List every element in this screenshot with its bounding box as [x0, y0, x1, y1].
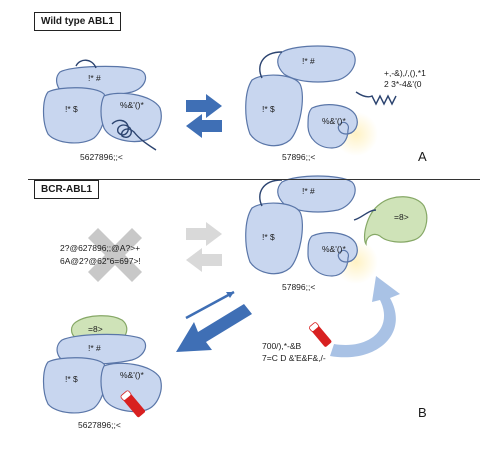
bcr-active-cap-lobe	[307, 232, 358, 277]
arrow-big-diagonal	[176, 304, 252, 352]
panel-b-letter: B	[418, 405, 427, 420]
wt-active-protein	[245, 45, 397, 156]
wt-inactive-linker	[75, 59, 97, 69]
bcr-inhibited-label-bcr: =8>	[88, 324, 103, 334]
wt-active-label-a: !* #	[302, 56, 315, 66]
wt-inactive-protein	[42, 59, 162, 151]
wt-active-upper-lobe	[277, 45, 356, 83]
arrow-blocked-forward	[186, 222, 222, 246]
wt-active-tail	[355, 91, 397, 106]
wt-inactive-lower-lobe	[42, 87, 107, 144]
panel-a-title: Wild type ABL1	[34, 12, 121, 31]
bcr-inhibited-label-cap: %&'()*	[120, 370, 144, 380]
bcr-active-label-a: !* #	[302, 186, 315, 196]
bcr-inhibited-caption: 5627896;;<	[78, 420, 121, 430]
wt-inactive-cap-lobe	[100, 92, 162, 143]
bcr-active-tail	[353, 209, 377, 221]
wt-active-linker	[259, 51, 283, 79]
bcr-active-linker	[259, 179, 283, 207]
blocked-label-1: 2?@627896;;@A?>+	[60, 243, 141, 253]
wt-active-cap-lobe	[307, 104, 358, 149]
arrow-curved-return	[330, 276, 400, 358]
panel-a-letter: A	[418, 149, 427, 164]
panel-divider	[28, 179, 480, 180]
drug-pill-bound	[120, 390, 146, 418]
bcr-inhibited-label-b: !* $	[65, 374, 78, 384]
arrow-thin-diagonal	[185, 290, 235, 320]
bcr-inhibited-lower-lobe	[42, 357, 107, 414]
bcr-active-label-cap: %&'()*	[322, 244, 346, 254]
blocked-label-2: 6A@2?@62"6=697>!	[60, 256, 141, 266]
arrow-back-a	[186, 114, 222, 138]
bcr-inhibited-label-a: !* #	[88, 343, 101, 353]
wt-active-label-cap: %&'()*	[322, 116, 346, 126]
wt-inactive-label-a: !* #	[88, 73, 101, 83]
bcr-active-label-bcr: =8>	[394, 212, 409, 222]
bcr-active-lower-lobe	[245, 202, 303, 275]
blocked-cross	[88, 228, 142, 282]
wt-inactive-caption: 5627896;;<	[80, 152, 123, 162]
drug-pill-free	[308, 322, 332, 347]
bcr-active-caption: 57896;;<	[282, 282, 316, 292]
wt-active-tail-label-1: +,-&),/,(),*1	[384, 68, 426, 78]
arrow-blocked-back	[186, 248, 222, 272]
drug-label-2: 7=C D &'E&F&,/-	[262, 353, 326, 363]
arrow-thin-head	[226, 292, 234, 298]
bcr-inhibited-upper-lobe	[56, 333, 147, 365]
bcr-active-label-b: !* $	[262, 232, 275, 242]
bcr-active-upper-lobe	[277, 175, 356, 213]
wt-active-lower-lobe	[245, 74, 303, 147]
wt-inactive-label-cap: %&'()*	[120, 100, 144, 110]
bcr-inhibited-cap-lobe	[100, 362, 162, 413]
wt-active-tail-label-2: 2 3*-4&'(0	[384, 79, 422, 89]
drug-label-1: 700/),*-&B	[262, 341, 302, 351]
bcr-active-domain	[363, 196, 428, 246]
arrow-forward-a	[186, 94, 222, 118]
wt-inactive-label-b: !* $	[65, 104, 78, 114]
wt-active-label-b: !* $	[262, 104, 275, 114]
wt-active-caption: 57896;;<	[282, 152, 316, 162]
bcr-inhibited-protein	[42, 315, 162, 418]
wt-inactive-coil	[111, 119, 157, 151]
bcr-active-protein	[245, 175, 428, 284]
panel-b-title: BCR-ABL1	[34, 180, 100, 199]
